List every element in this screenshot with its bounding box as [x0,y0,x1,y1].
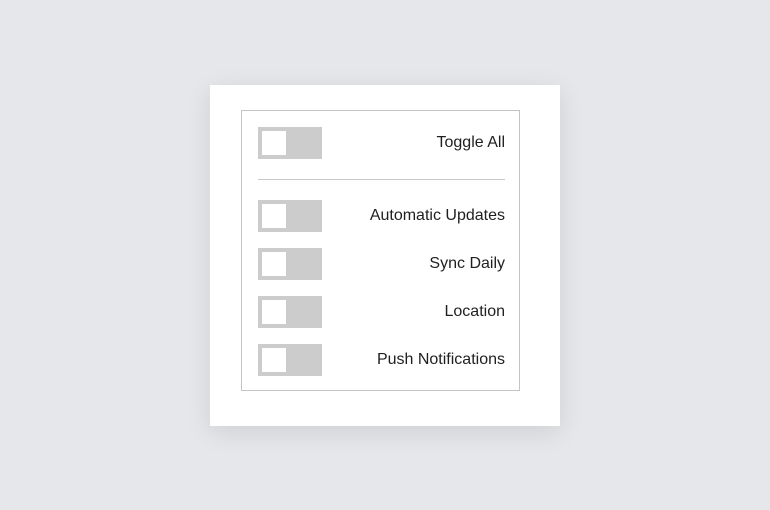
setting-row-automatic-updates: Automatic Updates [258,200,505,232]
settings-card: Toggle All Automatic Updates Sync Daily … [210,85,560,426]
automatic-updates-label: Automatic Updates [369,207,505,224]
setting-row-location: Location [258,296,505,328]
toggle-knob [262,204,286,228]
settings-panel: Toggle All Automatic Updates Sync Daily … [241,110,520,391]
toggle-all-row: Toggle All [258,127,505,159]
sync-daily-switch[interactable] [258,248,322,280]
push-notifications-label: Push Notifications [376,351,505,368]
location-label: Location [444,303,506,320]
toggle-knob [262,252,286,276]
setting-row-sync-daily: Sync Daily [258,248,505,280]
toggle-knob [262,131,286,155]
divider [258,179,505,180]
toggle-all-label: Toggle All [436,134,506,151]
push-notifications-switch[interactable] [258,344,322,376]
location-switch[interactable] [258,296,322,328]
toggle-all-switch[interactable] [258,127,322,159]
toggle-knob [262,300,286,324]
automatic-updates-switch[interactable] [258,200,322,232]
setting-row-push-notifications: Push Notifications [258,344,505,376]
sync-daily-label: Sync Daily [429,255,505,272]
toggle-knob [262,348,286,372]
